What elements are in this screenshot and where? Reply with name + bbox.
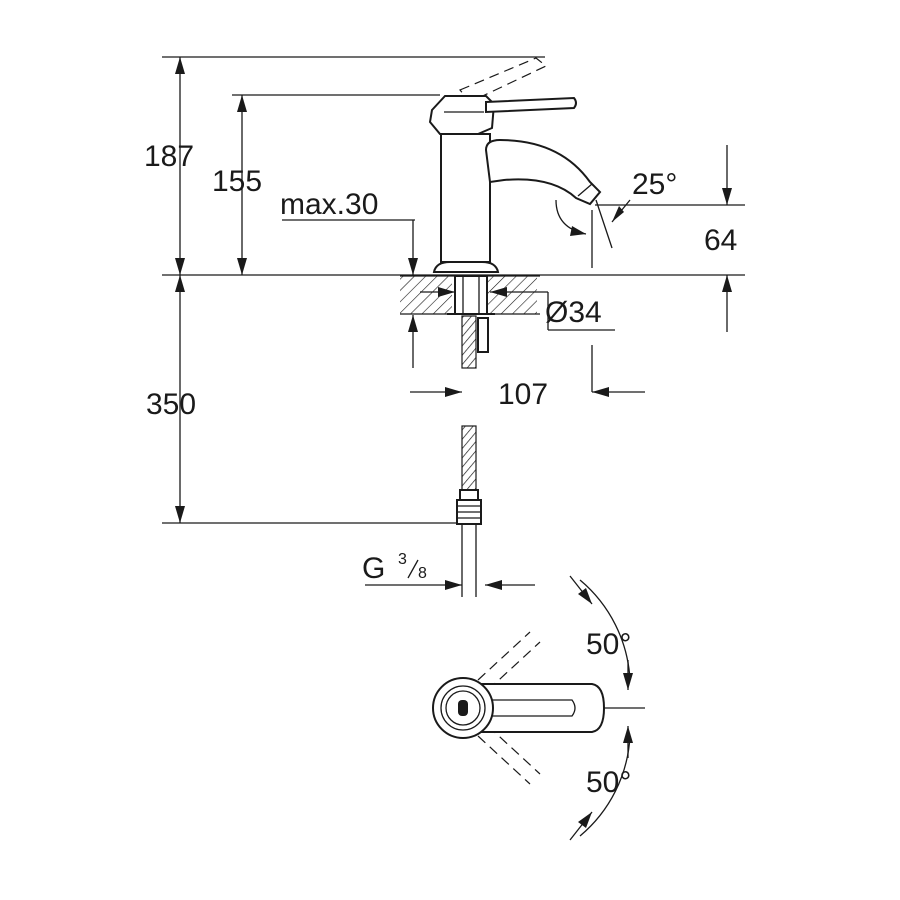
dimension-spout-height: 155 [212,95,262,275]
label-50-degrees-bottom: 50° [586,766,631,799]
label-thread-numerator: 3 [398,551,407,568]
label-50-degrees-top: 50° [586,628,631,661]
label-max-30: max.30 [280,188,378,221]
label-g: G [362,552,385,585]
dimension-max-deck: max.30 [280,188,418,368]
dimension-connection-thread: G 3 8 [362,551,502,590]
label-155: 155 [212,165,262,198]
label-25-degrees: 25° [632,168,677,201]
dimension-spout-angle: 25° [555,168,677,249]
label-350: 350 [146,388,196,421]
dimension-spout-clearance: 64 [704,145,737,332]
dimension-spout-reach: 107 [445,378,609,411]
dimension-total-height: 187 [144,57,194,275]
faucet-side-view [400,57,602,597]
label-187: 187 [144,140,194,173]
label-107: 107 [498,378,548,411]
faucet-top-view: 50° 50° [432,575,645,841]
dimension-hose-length: 350 [146,275,196,523]
label-diameter-34: Ø34 [545,296,602,329]
label-64: 64 [704,224,737,257]
label-thread-denominator: 8 [418,565,427,582]
